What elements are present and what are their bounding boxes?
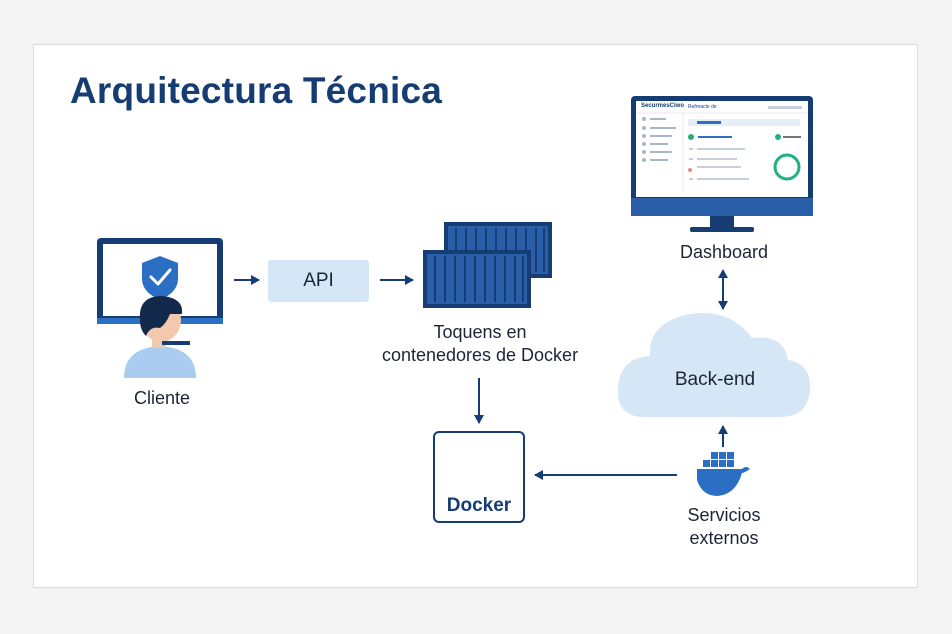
containers-label-line2: contenedores de Docker: [381, 345, 579, 365]
shield-check-icon: [142, 256, 178, 300]
docker-node: Docker: [433, 431, 525, 523]
cloud-icon: [617, 313, 811, 417]
diagram-title: Arquitectura Técnica: [70, 70, 443, 111]
services-label-line2: externos: [689, 528, 759, 548]
dashboard-screen-tab: Refreacte de: [688, 104, 717, 110]
monitor-icon: [631, 96, 813, 232]
client-label: Cliente: [133, 388, 191, 408]
services-label-line1: Servicios: [687, 505, 761, 525]
backend-label: Back-end: [674, 369, 756, 390]
person-icon: [124, 296, 196, 378]
dashboard-screen-brand: SecurmesCiwo: [641, 103, 685, 109]
containers-label-line1: Toquens en: [433, 322, 527, 342]
services-whale-icon: [697, 452, 750, 496]
api-label: API: [303, 270, 334, 291]
container-icon: [423, 222, 552, 308]
dashboard-label: Dashboard: [679, 242, 769, 262]
docker-label: Docker: [446, 495, 512, 516]
api-node: API: [268, 260, 369, 302]
